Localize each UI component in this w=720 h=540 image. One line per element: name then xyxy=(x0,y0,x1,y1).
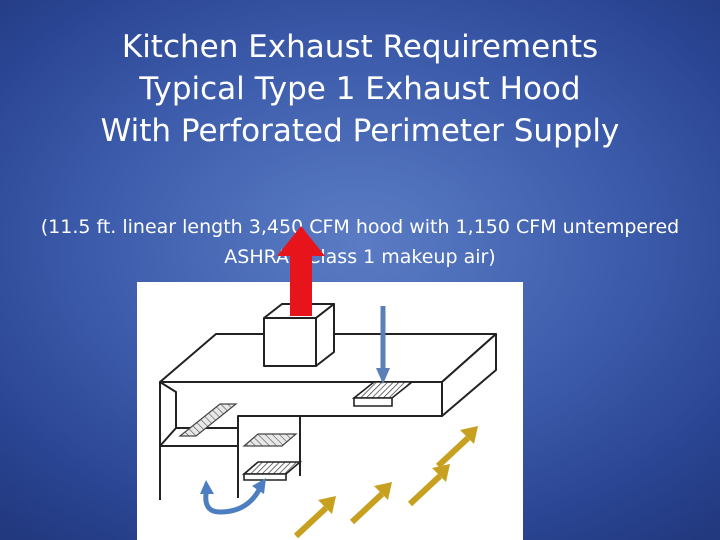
recirculation-arrow xyxy=(200,478,266,515)
recirculation-arrow-tail xyxy=(200,480,214,494)
makeup-air-arrow-2 xyxy=(349,482,392,525)
recirculation-arrow-head xyxy=(252,478,266,494)
supply-grille-top-edge xyxy=(353,397,393,407)
makeup-air-arrow-3 xyxy=(407,464,450,507)
makeup-air-arrow-1 xyxy=(293,496,336,539)
grease-filter-front xyxy=(242,433,298,447)
hood-rear-edge xyxy=(238,415,301,476)
title-line-2: Typical Type 1 Exhaust Hood xyxy=(139,71,581,107)
title-line-1: Kitchen Exhaust Requirements xyxy=(121,29,599,65)
slide-title: Kitchen Exhaust Requirements Typical Typ… xyxy=(20,26,700,152)
perforated-supply-grilles xyxy=(241,381,415,481)
exhaust-arrow-shaft xyxy=(290,252,312,316)
grease-filters xyxy=(178,403,298,447)
collar-side xyxy=(315,303,335,367)
recirculation-arrow-arc xyxy=(203,485,263,515)
supply-arrow-head xyxy=(376,368,390,384)
subtitle-line-1: (11.5 ft. linear length 3,450 CFM hood w… xyxy=(40,216,680,238)
exhaust-airflow-arrow xyxy=(277,226,325,316)
grease-filter-left xyxy=(178,403,238,437)
makeup-air-arrows xyxy=(293,426,478,539)
supply-grille-front xyxy=(241,461,303,475)
collar-front xyxy=(263,317,317,367)
makeup-air-arrow-4 xyxy=(435,426,478,469)
hood-right-face xyxy=(441,333,497,417)
title-line-3: With Perforated Perimeter Supply xyxy=(100,113,620,149)
supply-grille-front-edge xyxy=(243,473,287,481)
supply-airflow-arrow xyxy=(376,306,390,384)
exhaust-collar xyxy=(263,303,335,367)
exhaust-arrow-head xyxy=(277,226,325,256)
